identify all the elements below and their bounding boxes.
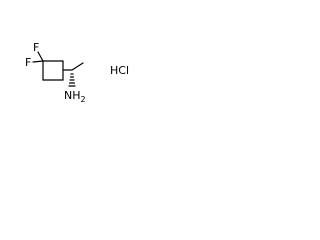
amine-label: NH2 <box>64 89 86 104</box>
chemical-structure: F F NH2 HCl <box>25 41 129 104</box>
fluorine-label-top: F <box>33 41 39 54</box>
salt-label: HCl <box>110 64 129 77</box>
stereo-hash-bond <box>68 73 76 87</box>
methyl-bond <box>71 62 84 71</box>
amine-nh: NH <box>64 89 81 102</box>
amine-subscript: 2 <box>81 95 86 104</box>
cf-bond-bottom <box>32 60 44 63</box>
cf-bond-top <box>37 51 44 62</box>
fluorine-label-bottom: F <box>25 56 31 69</box>
